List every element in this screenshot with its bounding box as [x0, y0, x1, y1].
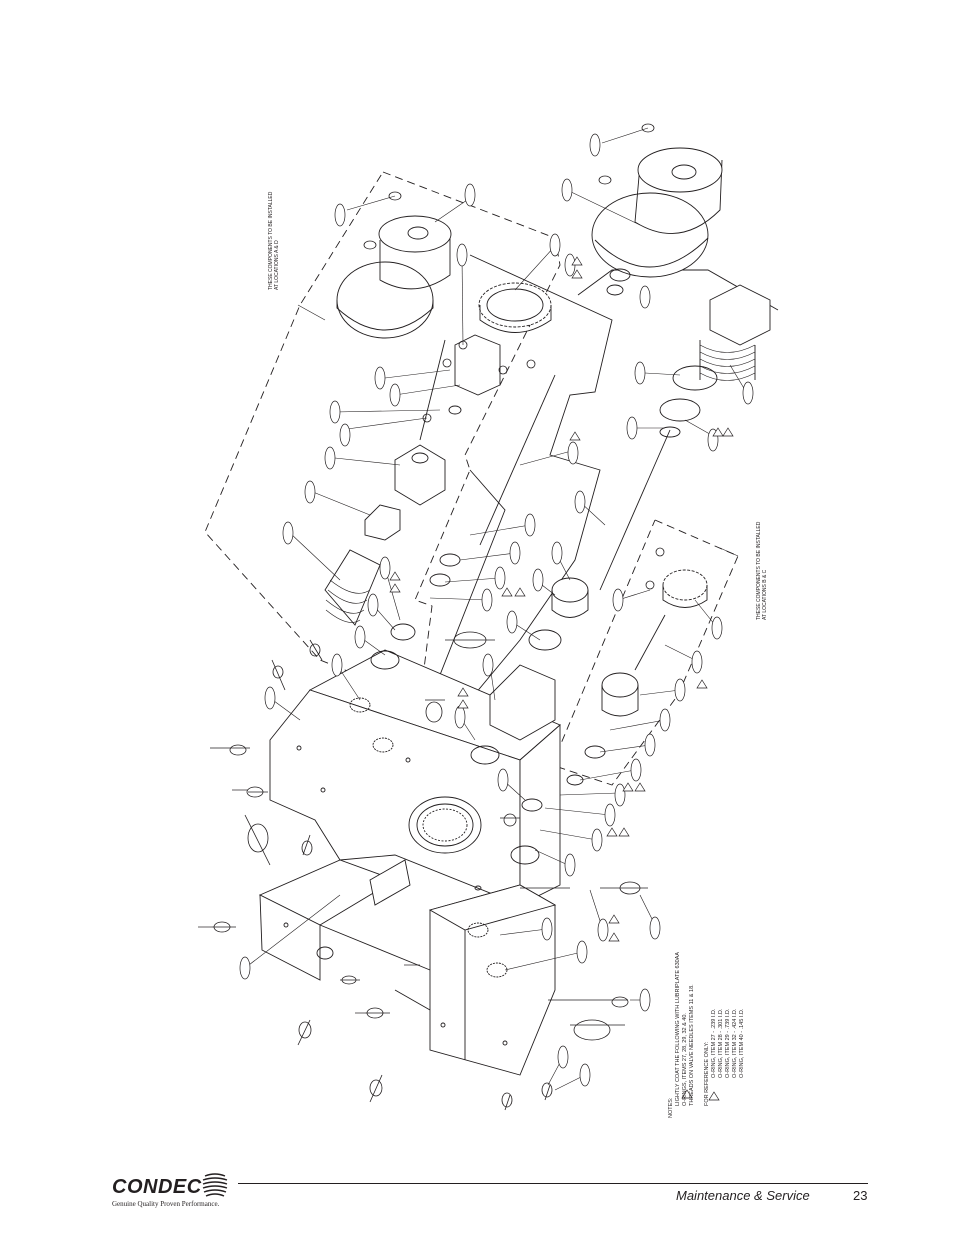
frame-line-center	[437, 254, 613, 701]
knob-upper-right	[591, 147, 723, 278]
hex-nut-left	[364, 504, 401, 541]
oring-item: O-RING, ITEM 27 - .239 I.D.	[711, 1008, 717, 1078]
note-2-heading: FOR REFERENCE ONLY:	[704, 1041, 710, 1106]
sleeve-center	[454, 334, 501, 396]
group-note-right-line2: AT LOCATIONS B & C	[762, 569, 768, 620]
seal-rings	[370, 268, 718, 865]
stem-right	[599, 429, 671, 591]
condec-logo: CONDEC Genuine Quality Proven Performanc…	[108, 1170, 230, 1210]
gear-upper	[478, 282, 552, 333]
stem-upper-center	[479, 374, 556, 546]
section-title: Maintenance & Service	[676, 1188, 810, 1203]
oring-item: O-RING, ITEM 32 - .424 I.D.	[732, 1008, 738, 1078]
note-1-text-line1: LIGHTLY COAT THE FOLLOWING WITH LUBRIPLA…	[675, 951, 681, 1106]
oring-item: O-RING, ITEM 40 - .145 I.D.	[739, 1008, 745, 1078]
knob-upper-left	[336, 215, 452, 339]
oring-item: O-RING, ITEM 29 - .739 I.D.	[725, 1008, 731, 1078]
page-number: 23	[853, 1188, 868, 1203]
manifold-block	[258, 649, 561, 1076]
set-screws	[363, 123, 665, 590]
group-outline-right	[551, 519, 739, 786]
note-1-text-line3: THREADS ON VALVE NEEDLES ITEMS 11 & 18.	[689, 984, 695, 1106]
threaded-body-lower-right	[601, 672, 639, 717]
logo-swoosh-icon	[202, 1173, 228, 1197]
fitting-right-column	[425, 631, 648, 1111]
logo-wordmark: CONDEC	[112, 1176, 202, 1198]
note-1-text-line2: O-RINGS, ITEMS 27, 28, 29, 32 & 40.	[682, 1013, 688, 1106]
threaded-body-center	[551, 577, 589, 618]
bonnet-nut-right	[699, 284, 771, 381]
group-outline-top-left	[204, 171, 561, 701]
group-note-top: THESE COMPONENTS TO BE INSTALLED AT LOCA…	[268, 192, 280, 290]
locator-marks	[198, 747, 598, 1014]
notes-block: NOTES: LIGHTLY COAT THE FOLLOWING WITH L…	[668, 952, 746, 1118]
group-note-right: THESE COMPONENTS TO BE INSTALLED AT LOCA…	[756, 522, 768, 620]
note-triangles	[389, 256, 734, 1101]
group-note-top-line2: AT LOCATIONS A & D	[274, 240, 280, 290]
needle-lower-right	[634, 614, 666, 671]
notes-heading: NOTES:	[668, 1097, 674, 1118]
fitting-left-column	[212, 639, 390, 1103]
hex-body-left	[394, 444, 446, 506]
logo-tagline: Genuine Quality Proven Performance.	[112, 1200, 220, 1208]
gear-lower-right	[662, 569, 708, 608]
leader-lines	[244, 127, 746, 1091]
needle-left	[419, 339, 446, 441]
callout-balloons	[239, 133, 754, 1087]
oring-item: O-RING, ITEM 28 - .301 I.D.	[718, 1008, 724, 1078]
footer-rule	[238, 1183, 868, 1184]
cylinder-lower-center	[489, 664, 556, 741]
